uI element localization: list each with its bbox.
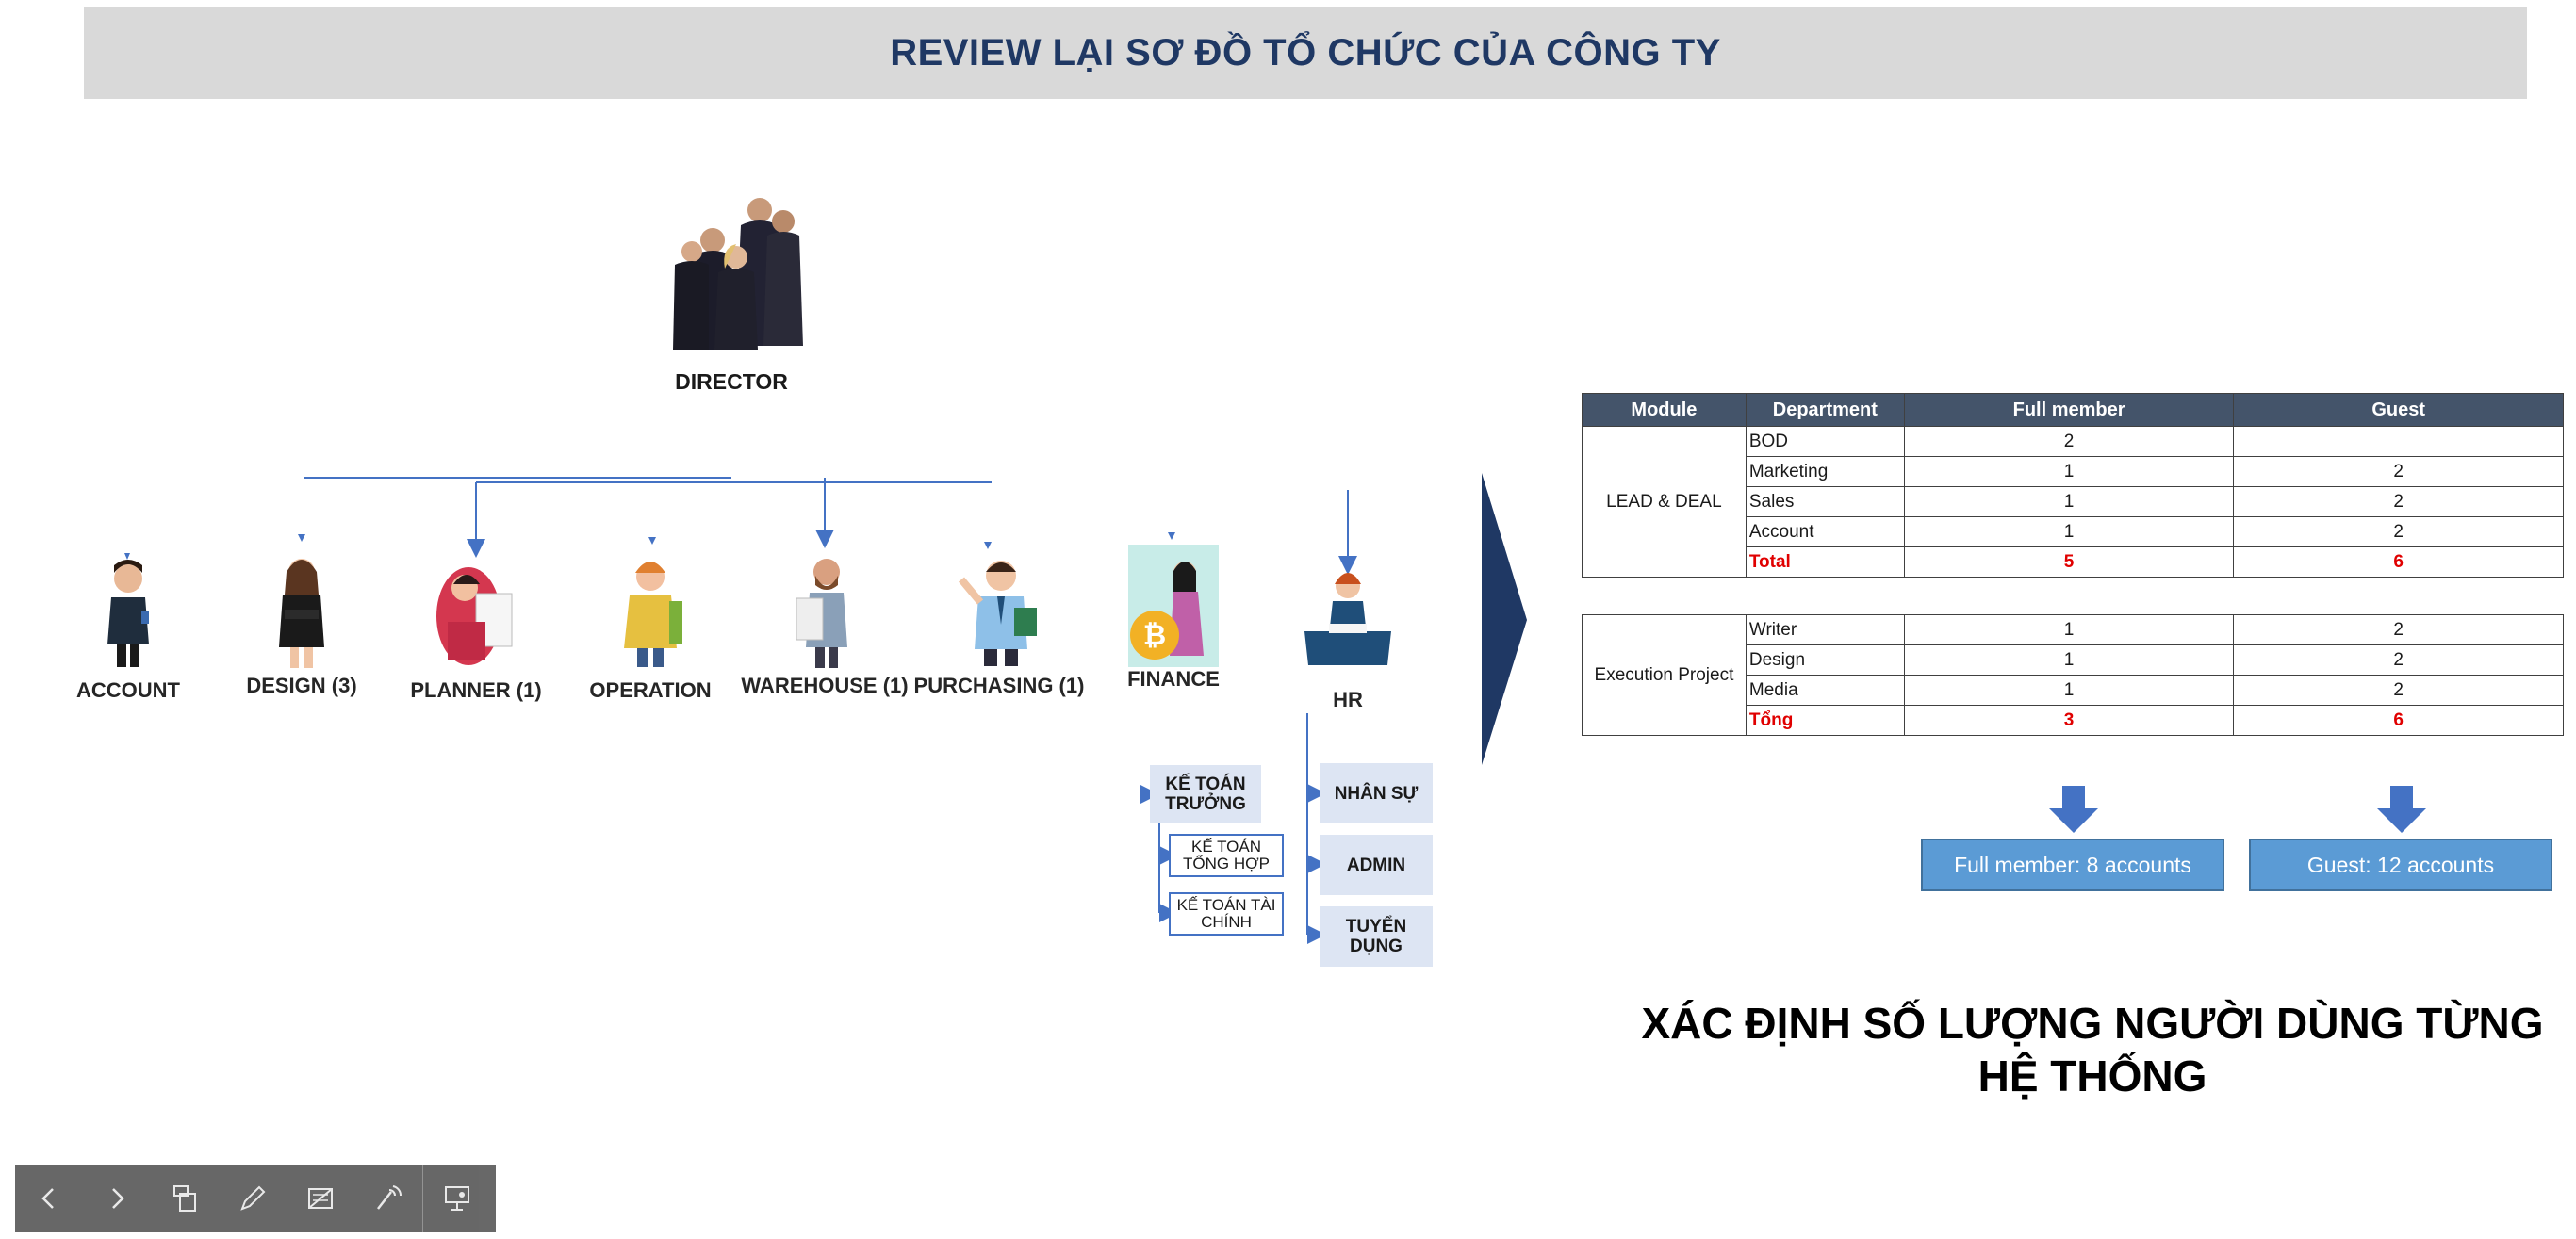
users-table-lead-deal: Module Department Full member Guest LEAD… — [1582, 393, 2564, 578]
dept-cell: Marketing — [1745, 456, 1905, 487]
guest-cell: 2 — [2233, 614, 2564, 645]
woman-arms-crossed-icon — [254, 551, 349, 668]
dept-label: DESIGN (3) — [246, 674, 357, 697]
user-count-heading: XÁC ĐỊNH SỐ LƯỢNG NGƯỜI DÙNG TỪNG HỆ THỐ… — [1641, 999, 2544, 1100]
bitcoin-woman-icon: ₿ — [1126, 545, 1221, 667]
dept-label: OPERATION — [589, 678, 712, 702]
dept-label: ACCOUNT — [76, 678, 180, 702]
full-member-cell: 1 — [1903, 486, 2235, 517]
col-header-module: Module — [1582, 393, 1747, 427]
total-guest-cell: 6 — [2233, 705, 2564, 736]
guest-cell: 2 — [2233, 516, 2564, 547]
full-member-cell: 2 — [1903, 426, 2235, 457]
dept-cell: Design — [1745, 644, 1905, 676]
total-guest-cell: 6 — [2233, 546, 2564, 578]
table-row: LEAD & DEAL BOD 2 — [1582, 426, 2564, 578]
table-total-row: Total 5 6 — [1583, 546, 2564, 578]
dept-cell: Writer — [1745, 614, 1905, 645]
director-node: DIRECTOR — [637, 184, 826, 395]
dept-warehouse: WAREHOUSE (1) — [730, 551, 919, 698]
finance-chief-accountant-box: KẾ TOÁN TRƯỞNG — [1150, 765, 1261, 823]
finance-general-accounting-box: KẾ TOÁN TỔNG HỢP — [1169, 834, 1284, 877]
down-arrow-guest — [2377, 786, 2426, 833]
presentation-options-icon[interactable] — [423, 1165, 491, 1232]
full-member-cell: 1 — [1903, 644, 2235, 676]
guest-cell: 2 — [2233, 456, 2564, 487]
presentation-toolbar — [15, 1165, 496, 1232]
full-member-cell: 1 — [1903, 516, 2235, 547]
total-label-cell: Total — [1745, 546, 1905, 578]
pen-icon[interactable] — [219, 1165, 287, 1232]
backpack-person-icon — [603, 556, 697, 669]
full-member-summary-box: Full member: 8 accounts — [1921, 839, 2224, 891]
dept-design: DESIGN (3) — [207, 551, 396, 698]
guest-cell: 2 — [2233, 644, 2564, 676]
table-row: Sales 1 2 — [1583, 486, 2564, 517]
dept-label: WAREHOUSE (1) — [741, 674, 909, 697]
svg-text:₿: ₿ — [1143, 619, 1166, 652]
dept-label: FINANCE — [1127, 667, 1220, 691]
toolbar-divider — [422, 1165, 423, 1232]
module-cell: LEAD & DEAL — [1582, 426, 1747, 578]
table-total-row: Tổng 3 6 — [1583, 705, 2564, 736]
guest-cell: 2 — [2233, 486, 2564, 517]
dept-cell: BOD — [1745, 426, 1905, 457]
laser-pointer-icon[interactable] — [354, 1165, 422, 1232]
module-cell: Execution Project — [1582, 614, 1747, 736]
hr-personnel-box: NHÂN SỰ — [1320, 763, 1433, 823]
guest-cell: 2 — [2233, 675, 2564, 706]
col-header-department: Department — [1745, 393, 1905, 427]
table-header-row: Module Department Full member Guest — [1582, 393, 2564, 427]
dept-account: ACCOUNT — [34, 556, 222, 703]
total-full-member-cell: 3 — [1903, 705, 2235, 736]
finance-financial-accounting-box: KẾ TOÁN TÀI CHÍNH — [1169, 892, 1284, 936]
col-header-full-member: Full member — [1903, 393, 2235, 427]
man-phone-icon — [81, 556, 175, 669]
down-arrow-full — [2049, 786, 2098, 833]
next-slide-icon[interactable] — [83, 1165, 151, 1232]
dept-cell: Media — [1745, 675, 1905, 706]
big-right-arrow — [1482, 473, 1527, 765]
users-table-execution-project: Execution Project Writer 1 2 Design 1 2 … — [1582, 614, 2564, 736]
guest-summary-box: Guest: 12 accounts — [2249, 839, 2552, 891]
dept-planner: PLANNER (1) — [382, 556, 570, 703]
dept-hr: HR — [1254, 565, 1442, 712]
slide-sorter-icon[interactable] — [151, 1165, 219, 1232]
guest-cell — [2233, 426, 2564, 457]
dept-cell: Account — [1745, 516, 1905, 547]
dept-label: PLANNER (1) — [410, 678, 542, 702]
total-label-cell: Tổng — [1745, 705, 1905, 736]
table-row: Execution Project Writer 1 2 — [1582, 614, 2564, 736]
dept-label: HR — [1333, 688, 1363, 711]
dept-operation: OPERATION — [556, 556, 745, 703]
full-member-cell: 1 — [1903, 614, 2235, 645]
total-full-member-cell: 5 — [1903, 546, 2235, 578]
man-holding-sheet-icon — [778, 551, 872, 668]
previous-slide-icon[interactable] — [15, 1165, 83, 1232]
title-banner: REVIEW LẠI SƠ ĐỒ TỔ CHỨC CỦA CÔNG TY — [84, 7, 2527, 99]
hr-recruitment-box: TUYỂN DỤNG — [1320, 906, 1433, 967]
slide-title: REVIEW LẠI SƠ ĐỒ TỔ CHỨC CỦA CÔNG TY — [890, 31, 1721, 73]
hide-annotations-icon[interactable] — [287, 1165, 354, 1232]
dept-label: PURCHASING (1) — [913, 674, 1085, 697]
col-header-guest: Guest — [2233, 393, 2564, 427]
table-row: Account 1 2 — [1583, 516, 2564, 547]
planner-paper-icon — [429, 556, 523, 669]
man-clipboard-icon — [952, 551, 1046, 666]
dept-finance: ₿ FINANCE — [1079, 545, 1268, 692]
dept-purchasing: PURCHASING (1) — [905, 551, 1093, 698]
full-member-cell: 1 — [1903, 456, 2235, 487]
hr-admin-box: ADMIN — [1320, 835, 1433, 895]
full-member-cell: 1 — [1903, 675, 2235, 706]
woman-desk-icon — [1301, 565, 1395, 678]
dept-cell: Sales — [1745, 486, 1905, 517]
director-label: DIRECTOR — [675, 369, 788, 394]
dept-arrowheads — [124, 532, 1175, 560]
business-team-icon — [673, 198, 803, 350]
